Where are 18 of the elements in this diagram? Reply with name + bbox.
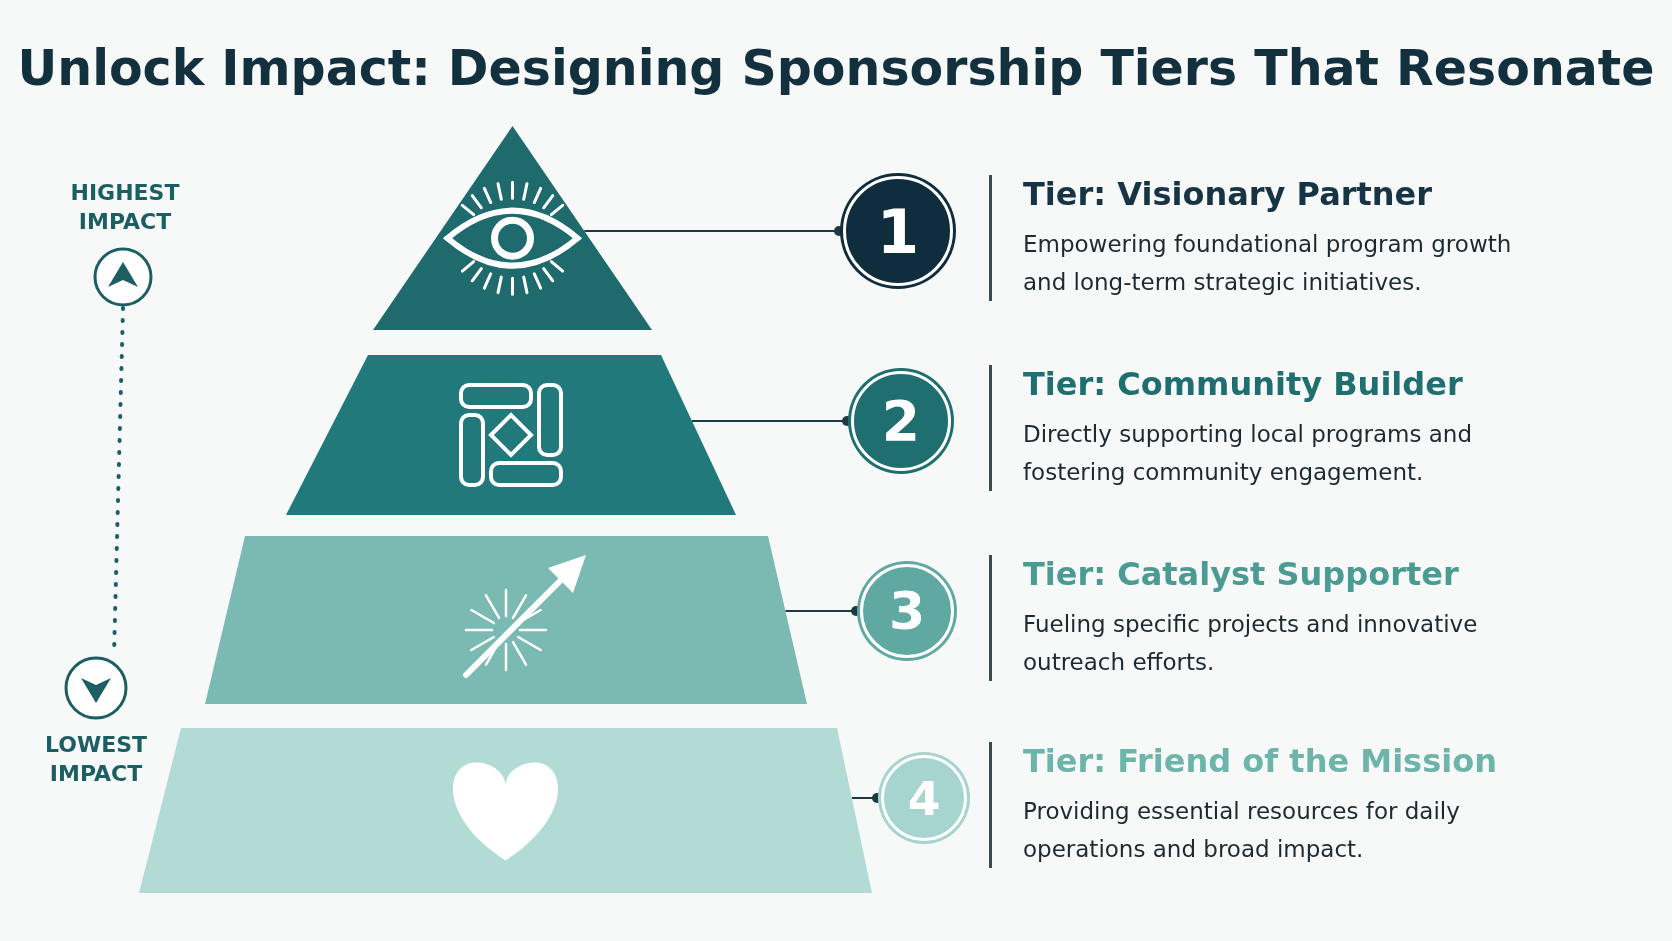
tier-description: Directly supporting local programs and fostering community engagement. — [1023, 420, 1473, 487]
pyramid-tier-trapezoid — [205, 536, 807, 704]
tier-title: Tier: Community Builder — [1023, 365, 1463, 403]
tier-title: Tier: Catalyst Supporter — [1023, 555, 1459, 593]
tier-title: Tier: Friend of the Mission — [1023, 742, 1497, 780]
tier-description: Providing essential resources for daily operations and broad impact. — [1023, 797, 1461, 864]
tier-title: Tier: Visionary Partner — [1023, 175, 1433, 213]
pyramid-top-triangle — [373, 126, 652, 330]
title: Unlock Impact: Designing Sponsorship Tiers That Resonate — [16, 40, 1656, 97]
tier-description: Fueling specific projects and innovative outreach efforts. — [1023, 610, 1479, 677]
scale-label: LOWEST IMPACT — [43, 731, 149, 788]
number-circle: 1 — [843, 176, 953, 286]
tier-description: Empowering foundational program growth and long-term strategic initiatives. — [1023, 230, 1513, 297]
number-circle: 4 — [881, 755, 967, 841]
number-circle: 2 — [851, 371, 951, 471]
scale-label: HIGHEST IMPACT — [69, 179, 181, 236]
pyramid-tier-trapezoid — [286, 355, 736, 515]
number-circle: 3 — [860, 564, 954, 658]
